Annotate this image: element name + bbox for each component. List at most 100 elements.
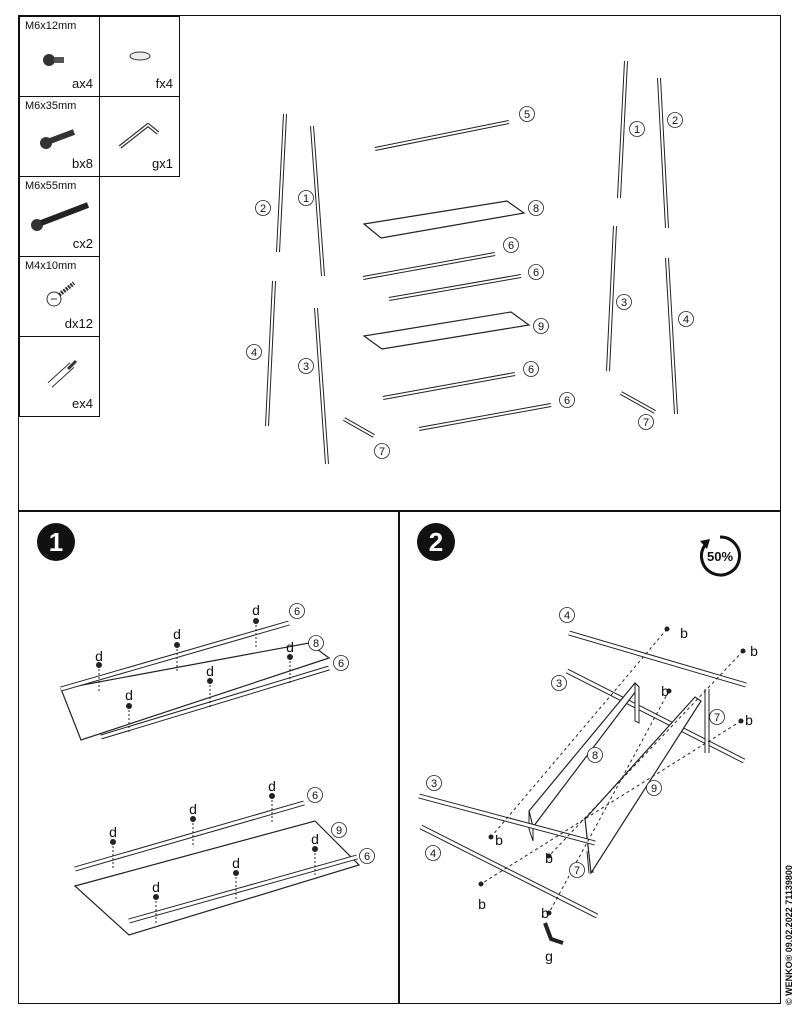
parts-overview-panel: M6x12mm ax4 fx4 M6x35mm bx8 gx1 M6x55mm … xyxy=(18,15,781,512)
hardware-qty: dx12 xyxy=(64,316,93,331)
part-number: 6 xyxy=(312,790,318,802)
screw-letter: d xyxy=(125,687,133,703)
step-1-panel: 1 d d d d d d d d xyxy=(18,510,400,1004)
leg-part xyxy=(617,60,628,199)
part-number: 7 xyxy=(714,712,720,724)
step-2-drawing: b b b b b b b b g 4 3 7 8 9 3 4 7 xyxy=(418,607,758,964)
part-number: 3 xyxy=(431,778,437,790)
leg-part xyxy=(310,125,325,277)
shelf-part xyxy=(584,696,702,875)
rail-part xyxy=(100,665,330,740)
part-number: 7 xyxy=(574,865,580,877)
rotate-50-percent-icon: 50% xyxy=(700,535,741,577)
leg-part xyxy=(314,307,329,465)
rail-part xyxy=(382,372,516,400)
shelf-part xyxy=(73,820,361,936)
leg-part xyxy=(276,113,287,253)
part-number: 3 xyxy=(303,361,309,373)
part-number: 3 xyxy=(556,678,562,690)
hardware-qty: cx2 xyxy=(72,236,93,251)
leg-part xyxy=(565,668,746,764)
hardware-qty: bx8 xyxy=(72,156,93,171)
part-number: 1 xyxy=(303,193,309,205)
allen-key-icon xyxy=(543,922,564,945)
rail-part xyxy=(388,274,522,301)
part-number: 3 xyxy=(621,297,627,309)
part-number: 9 xyxy=(336,825,342,837)
leg-part xyxy=(418,793,596,846)
short-bolt-icon xyxy=(43,54,64,66)
washer-icon xyxy=(129,51,151,61)
screw-letter: d xyxy=(232,855,240,871)
shelf-part xyxy=(362,311,531,350)
hardware-cell-g: gx1 xyxy=(99,96,180,177)
bolt-letter: b xyxy=(545,850,553,866)
bolt-letter: b xyxy=(478,896,486,912)
step-number-badge: 2 xyxy=(417,523,455,561)
allen-key-icon xyxy=(118,123,160,149)
hardware-cell-d: M4x10mm dx12 xyxy=(19,256,100,337)
screw-letter: d xyxy=(173,626,181,642)
rail-part xyxy=(128,854,358,924)
shelf-part xyxy=(362,200,526,239)
bolt-letter: b xyxy=(661,683,669,699)
hardware-size: M6x12mm xyxy=(25,20,77,32)
hardware-size: M6x35mm xyxy=(25,100,77,112)
leg-part xyxy=(265,280,276,427)
rail-part xyxy=(418,403,552,431)
parts-drawing: 5 8 6 6 9 6 6 2 1 4 3 7 1 2 3 4 7 xyxy=(246,60,694,465)
part-number: 4 xyxy=(564,610,570,622)
screw-letter: d xyxy=(311,831,319,847)
bolt-letter: b xyxy=(750,643,758,659)
part-number: 6 xyxy=(508,240,514,252)
part-number: 6 xyxy=(533,267,539,279)
part-number: 4 xyxy=(430,848,436,860)
screw-letter: d xyxy=(189,801,197,817)
hardware-cell-f: fx4 xyxy=(99,16,180,97)
hardware-cell-c: M6x55mm cx2 xyxy=(19,176,100,257)
leg-part xyxy=(606,225,617,372)
part-number: 9 xyxy=(538,321,544,333)
bolt-letter: b xyxy=(680,625,688,641)
wood-screw-icon xyxy=(46,281,76,307)
step-2-panel: 2 50% xyxy=(398,510,781,1004)
part-number: 6 xyxy=(528,364,534,376)
rail-part xyxy=(362,252,496,280)
hardware-size: M4x10mm xyxy=(25,260,77,272)
hardware-size: M6x55mm xyxy=(25,180,77,192)
part-number: 8 xyxy=(592,750,598,762)
part-number: 6 xyxy=(364,851,370,863)
bolt-letter: b xyxy=(745,712,753,728)
leg-part xyxy=(419,824,599,919)
rail-part xyxy=(374,120,510,151)
part-number: 9 xyxy=(651,783,657,795)
part-number: 8 xyxy=(313,638,319,650)
step-1-drawing: d d d d d d d d d d d d 6 8 6 6 9 6 xyxy=(60,602,375,936)
leg-part xyxy=(665,257,678,415)
part-number: 6 xyxy=(338,658,344,670)
part-number: 6 xyxy=(564,395,570,407)
hardware-qty: ex4 xyxy=(72,396,93,411)
screw-letter: d xyxy=(286,639,294,655)
part-number: 1 xyxy=(634,124,640,136)
step-number-badge: 1 xyxy=(37,523,75,561)
rotation-percent: 50% xyxy=(707,549,733,564)
screw-letter: d xyxy=(206,663,214,679)
shelf-part xyxy=(60,642,331,741)
part-number: 4 xyxy=(683,314,689,326)
bolt-letter: b xyxy=(495,832,503,848)
dowel-icon xyxy=(47,359,78,388)
hardware-qty: fx4 xyxy=(155,76,173,91)
part-number: 5 xyxy=(524,109,530,121)
part-number: 2 xyxy=(672,115,678,127)
screw-letter: d xyxy=(152,879,160,895)
screw-letter: d xyxy=(95,648,103,664)
part-number: 8 xyxy=(533,203,539,215)
screw-letter: d xyxy=(252,602,260,618)
copyright-note: © WENKO® 09.02.2022 71139800 xyxy=(784,865,794,1005)
allen-key-letter: g xyxy=(545,948,553,964)
bolt-letter: b xyxy=(541,905,549,921)
long-bolt-icon xyxy=(31,202,90,231)
part-number: 7 xyxy=(379,446,385,458)
hardware-cell-e: ex4 xyxy=(19,336,100,417)
